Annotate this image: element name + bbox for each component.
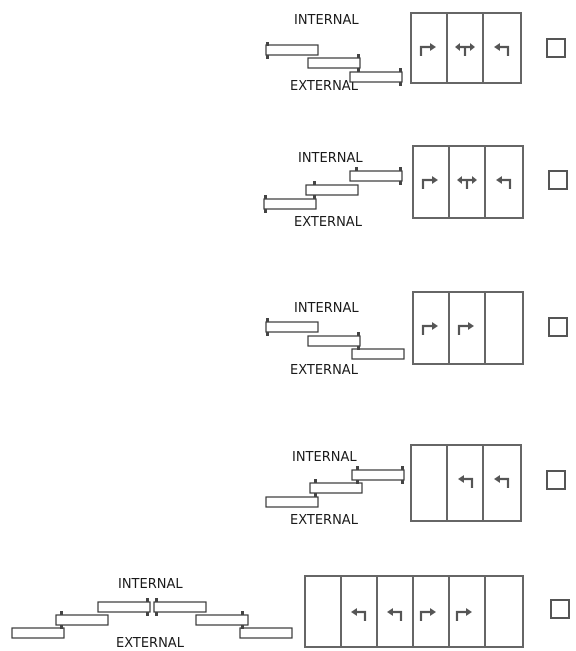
config-row-5: INTERNAL EXTERNAL [0, 565, 576, 651]
plan-panel [265, 321, 319, 333]
left-turn-arrow-icon [351, 608, 367, 621]
external-label: EXTERNAL [290, 79, 358, 94]
door-panel-1 [412, 145, 450, 219]
door-panel-1 [304, 575, 342, 648]
config-4-checkbox[interactable] [546, 470, 566, 490]
config-row-2: INTERNAL EXTERNAL [0, 135, 576, 245]
door-panel-3 [484, 291, 524, 365]
plan-panel [11, 627, 65, 639]
internal-label: INTERNAL [118, 577, 183, 592]
external-label: EXTERNAL [116, 636, 184, 651]
plan-panel [351, 348, 405, 360]
plan-diagram [265, 466, 405, 508]
plan-panel [307, 57, 361, 69]
config-row-3: INTERNAL EXTERNAL [0, 285, 576, 385]
plan-panel [351, 469, 405, 481]
right-turn-arrow-icon [457, 322, 474, 335]
right-turn-arrow-icon [419, 608, 436, 621]
plan-panel [265, 44, 319, 56]
config-2-checkbox[interactable] [548, 170, 568, 190]
config-row-4: INTERNAL EXTERNAL [0, 440, 576, 540]
two-way-arrow-icon [457, 176, 477, 189]
door-panel-2 [446, 444, 484, 522]
internal-label: INTERNAL [292, 450, 357, 465]
internal-label: INTERNAL [298, 151, 363, 166]
door-panel-6 [484, 575, 524, 648]
door-panel-2 [448, 291, 486, 365]
plan-panel [265, 496, 319, 508]
plan-pivot [266, 42, 269, 46]
plan-diagram [265, 318, 405, 360]
external-label: EXTERNAL [294, 215, 362, 230]
door-panel-3 [484, 145, 524, 219]
plan-panel [153, 601, 207, 613]
config-row-1: INTERNAL EXTERNAL [0, 0, 576, 100]
left-turn-arrow-icon [494, 43, 510, 56]
plan-panel [97, 601, 151, 613]
left-turn-arrow-icon [496, 176, 512, 189]
config-3-checkbox[interactable] [548, 317, 568, 337]
external-label: EXTERNAL [290, 513, 358, 528]
config-5-checkbox[interactable] [550, 599, 570, 619]
plan-panel [305, 184, 359, 196]
door-panel-1 [410, 444, 448, 522]
plan-diagram [265, 42, 403, 86]
plan-panel [239, 627, 293, 639]
two-way-arrow-icon [455, 43, 475, 56]
plan-panel [55, 614, 109, 626]
plan-panel [263, 198, 317, 210]
right-turn-arrow-icon [419, 43, 436, 56]
config-1-checkbox[interactable] [546, 38, 566, 58]
plan-panel [307, 335, 361, 347]
right-turn-arrow-icon [455, 608, 472, 621]
right-turn-arrow-icon [421, 176, 438, 189]
plan-diagram [11, 598, 293, 639]
plan-panel [195, 614, 249, 626]
plan-panel [349, 71, 403, 83]
left-turn-arrow-icon [494, 475, 510, 488]
internal-label: INTERNAL [294, 301, 359, 316]
plan-panel [309, 482, 363, 494]
right-turn-arrow-icon [421, 322, 438, 335]
door-panel-3 [482, 444, 522, 522]
plan-diagram [263, 167, 403, 213]
left-turn-arrow-icon [387, 608, 403, 621]
internal-label: INTERNAL [294, 13, 359, 28]
external-label: EXTERNAL [290, 363, 358, 378]
plan-panel [349, 170, 403, 182]
left-turn-arrow-icon [458, 475, 474, 488]
